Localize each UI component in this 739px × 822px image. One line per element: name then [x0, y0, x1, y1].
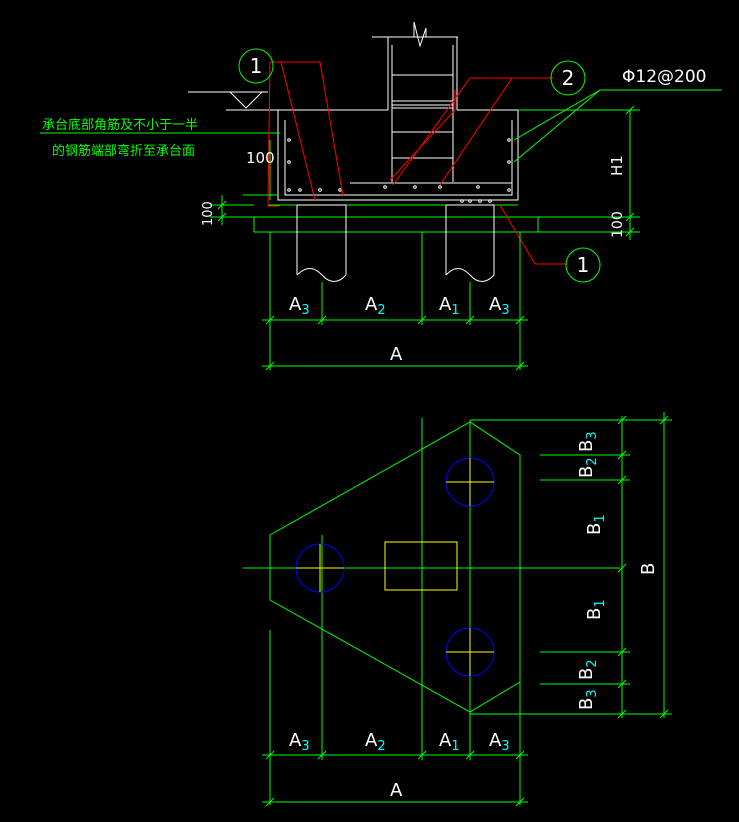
plan-dim-A2: A2: [365, 730, 386, 754]
plan-dim-A-total: A: [390, 780, 403, 801]
plan-dim-A3-left: A3: [289, 730, 310, 754]
svg-text:2: 2: [562, 66, 575, 90]
plan-bottom-labels: A3 A2 A1 A3 A: [289, 730, 510, 801]
dim-A3-right: A3: [489, 294, 510, 318]
dim-100-left: 100: [246, 149, 275, 167]
section-view: 1 2 1 Φ12@200 H1 100: [40, 21, 722, 371]
rebar-spec-leader: [513, 89, 722, 163]
right-dims: [518, 105, 640, 240]
piles-section: [296, 204, 495, 282]
left-dims: [210, 140, 278, 225]
cap-plan-outline: [269, 421, 521, 713]
cap-rebar: [284, 120, 513, 203]
pile-plan-top: [445, 457, 495, 507]
dim-A2: A2: [365, 294, 386, 318]
plan-view: B3 B2 B1 B1 B2 B3 B A3 A2 A1 A3 A: [243, 412, 672, 807]
note-line-1: 承台底部角筋及不小于一半: [42, 117, 198, 133]
plan-dim-A3-right: A3: [489, 730, 510, 754]
plan-right-dims: [470, 412, 672, 719]
dim-B3-bottom: B3: [576, 689, 600, 710]
dim-B-total: B: [638, 563, 659, 575]
callout-2: 2: [550, 60, 586, 96]
plan-dim-A1: A1: [439, 730, 460, 754]
dim-B2-top: B2: [576, 457, 600, 478]
dim-B2-bottom: B2: [576, 659, 600, 680]
column-plan: [384, 541, 458, 591]
dim-A1: A1: [439, 294, 460, 318]
svg-text:1: 1: [250, 54, 263, 78]
dim-B1-bottom: B1: [584, 599, 608, 620]
dim-B1-top: B1: [584, 514, 608, 535]
dim-A-total: A: [390, 344, 403, 365]
rebar-leaders: [267, 61, 568, 265]
dim-B3-top: B3: [576, 431, 600, 452]
dim-100-right: 100: [610, 211, 626, 238]
svg-text:1: 1: [577, 253, 590, 277]
pile-plan-bottom: [445, 627, 495, 677]
section-bottom-dims: [262, 232, 528, 371]
plan-right-labels: B3 B2 B1 B1 B2 B3 B: [576, 431, 659, 710]
section-dim-labels: A3 A2 A1 A3 A: [289, 294, 510, 365]
dim-A3-left: A3: [289, 294, 310, 318]
note-line-2: 的钢筋端部弯折至承台面: [52, 143, 195, 159]
rebar-spec-label: Φ12@200: [622, 67, 706, 87]
pile-plan-left: [295, 543, 345, 593]
column-section: [372, 21, 458, 182]
callout-1-bottom: 1: [565, 247, 601, 283]
plan-bottom-dims: [262, 750, 528, 807]
callout-1-top: 1: [238, 48, 274, 84]
dim-H1: H1: [608, 155, 626, 176]
grade-symbol: [188, 91, 278, 111]
dim-100-small: 100: [201, 201, 216, 226]
